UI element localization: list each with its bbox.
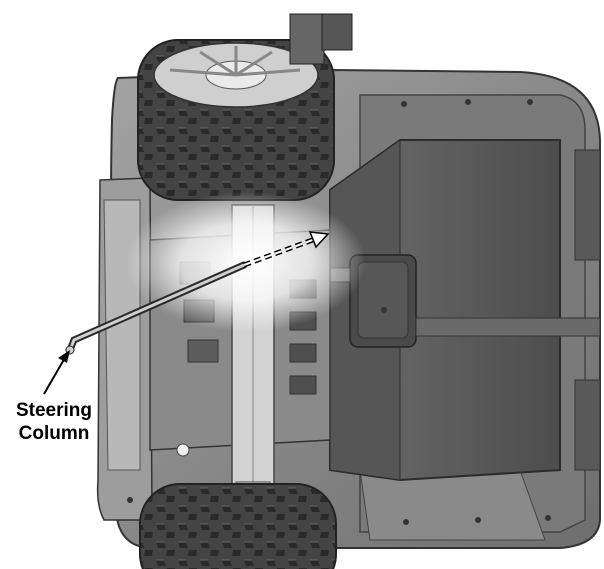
front-wheel-bottom <box>139 483 337 569</box>
dashed-arrow-icon <box>243 231 330 268</box>
callout-line-1: Steering <box>15 400 93 421</box>
leader-arrow-icon <box>43 350 70 395</box>
callout-line-2: Column <box>18 423 90 444</box>
front-wheel-top <box>137 13 353 201</box>
steering-column-label: Steering Column <box>2 399 106 445</box>
mounting-bolts <box>127 99 551 525</box>
